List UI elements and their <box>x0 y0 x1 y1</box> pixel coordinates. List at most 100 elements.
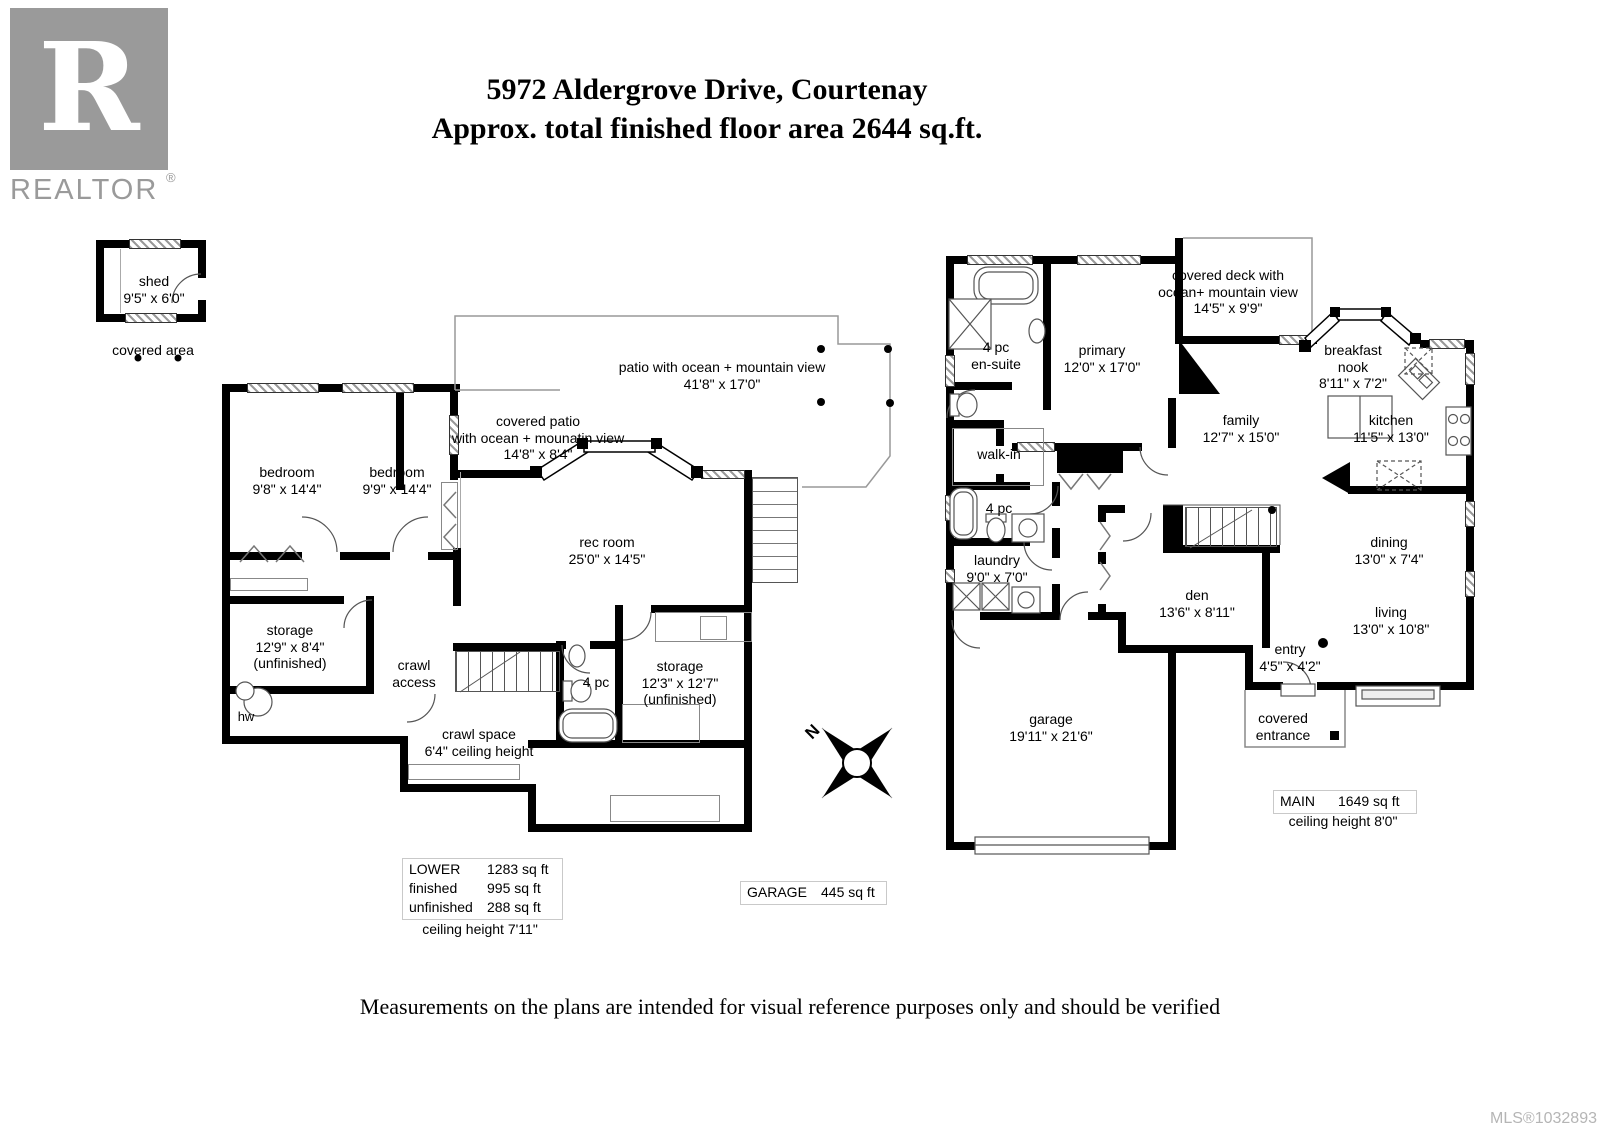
room-label-lower-bath: 4 pc <box>583 674 609 691</box>
plan-detail: garage <box>1029 711 1073 727</box>
plan-detail: patio with ocean + mountain view <box>618 359 826 375</box>
disclaimer-text: Measurements on the plans are intended f… <box>359 994 1221 1019</box>
plan-detail <box>817 345 825 353</box>
deck-corner-wall <box>1179 340 1220 394</box>
wall <box>1088 612 1126 620</box>
window <box>1279 335 1311 345</box>
wall <box>946 612 952 620</box>
plan-detail <box>1023 541 1053 571</box>
plan-detail: entrance <box>1255 726 1311 743</box>
plan-detail <box>1330 307 1340 317</box>
wall <box>946 620 954 850</box>
wall <box>1052 484 1060 506</box>
plan-detail <box>981 582 1010 611</box>
wall <box>198 300 206 322</box>
plan-detail: family <box>1222 412 1260 428</box>
plan-detail <box>823 729 855 761</box>
garage-door <box>974 836 1150 855</box>
plan-detail: ceiling height 7'11" <box>422 921 538 937</box>
plan-detail: 12'7" x 15'0" <box>1202 428 1280 445</box>
plan-detail <box>1139 446 1169 476</box>
wall <box>366 596 374 694</box>
wall <box>615 605 623 748</box>
wall <box>946 256 1183 264</box>
plan-detail: 9'8" x 14'4" <box>252 480 322 497</box>
wall <box>651 605 752 613</box>
stats-row: MAIN 1649 sq ft <box>1280 792 1410 811</box>
plan-detail <box>1380 310 1416 347</box>
wall <box>1168 650 1176 850</box>
plan-detail <box>1397 357 1441 401</box>
plan-detail: living <box>1375 604 1407 620</box>
plan-detail: 11'5" x 13'0" <box>1353 428 1429 445</box>
plan-detail: walk-in <box>977 446 1021 462</box>
lower-ceiling-height: ceiling height 7'11" <box>422 921 538 938</box>
area-line: Approx. total finished floor area 2644 s… <box>431 112 983 145</box>
plan-detail: 1649 sq ft <box>1338 793 1400 809</box>
window <box>1465 353 1475 385</box>
window <box>1077 255 1141 265</box>
wall <box>428 552 460 560</box>
plan-detail: 9'0" x 7'0" <box>966 568 1028 585</box>
plan-detail: MAIN <box>1280 793 1315 809</box>
plan-detail: access <box>392 673 436 690</box>
plan-detail: dining <box>1370 534 1408 550</box>
entry-threshold <box>1280 683 1316 697</box>
plan-detail <box>562 712 614 739</box>
plan-detail: 4 pc <box>985 500 1013 516</box>
wall <box>1163 545 1280 553</box>
plan-detail: laundry <box>974 552 1020 568</box>
wall <box>1317 682 1474 690</box>
plan-detail: 8'11" x 7'2" <box>1319 375 1387 391</box>
wall <box>1057 447 1123 473</box>
plan-detail: covered patio <box>495 413 581 429</box>
plan-detail: with ocean + mounatin view <box>451 429 625 446</box>
mls-number: MLS®1032893 <box>1490 1110 1597 1127</box>
kitchen-corner-sink <box>1397 357 1441 401</box>
plan-detail: (unfinished) <box>253 655 327 671</box>
plan-detail: covered deck with <box>1171 267 1285 283</box>
wall <box>1245 682 1283 690</box>
lower-bath-sink <box>568 644 586 668</box>
wall <box>556 641 566 649</box>
plan-detail <box>951 619 981 649</box>
fixture-outline <box>441 482 458 550</box>
wall <box>222 736 408 744</box>
page-title: 5972 Aldergrove Drive, Courtenay Approx.… <box>432 70 983 148</box>
plan-detail <box>817 398 825 406</box>
plan-detail: ocean+ mountain view <box>1158 283 1298 300</box>
wall <box>1147 842 1176 850</box>
fixture-outline <box>230 578 308 591</box>
wall <box>450 384 458 416</box>
window <box>125 313 177 323</box>
partition-line <box>120 249 121 313</box>
main-bath-tub <box>949 487 978 540</box>
plan-detail <box>561 644 591 674</box>
wall <box>996 420 1004 446</box>
plan-detail: 19'11" x 21'6" <box>1009 727 1093 744</box>
plan-detail <box>884 345 892 353</box>
plan-detail <box>646 440 701 482</box>
plan-detail <box>1447 413 1459 425</box>
wall <box>946 256 954 620</box>
plan-detail <box>953 491 974 536</box>
plan-detail <box>952 582 981 611</box>
plan-detail: LOWER <box>409 861 461 877</box>
wall <box>1098 604 1106 620</box>
plan-detail <box>1058 473 1112 491</box>
plan-detail: GARAGE <box>747 884 807 900</box>
plan-detail <box>392 516 429 553</box>
